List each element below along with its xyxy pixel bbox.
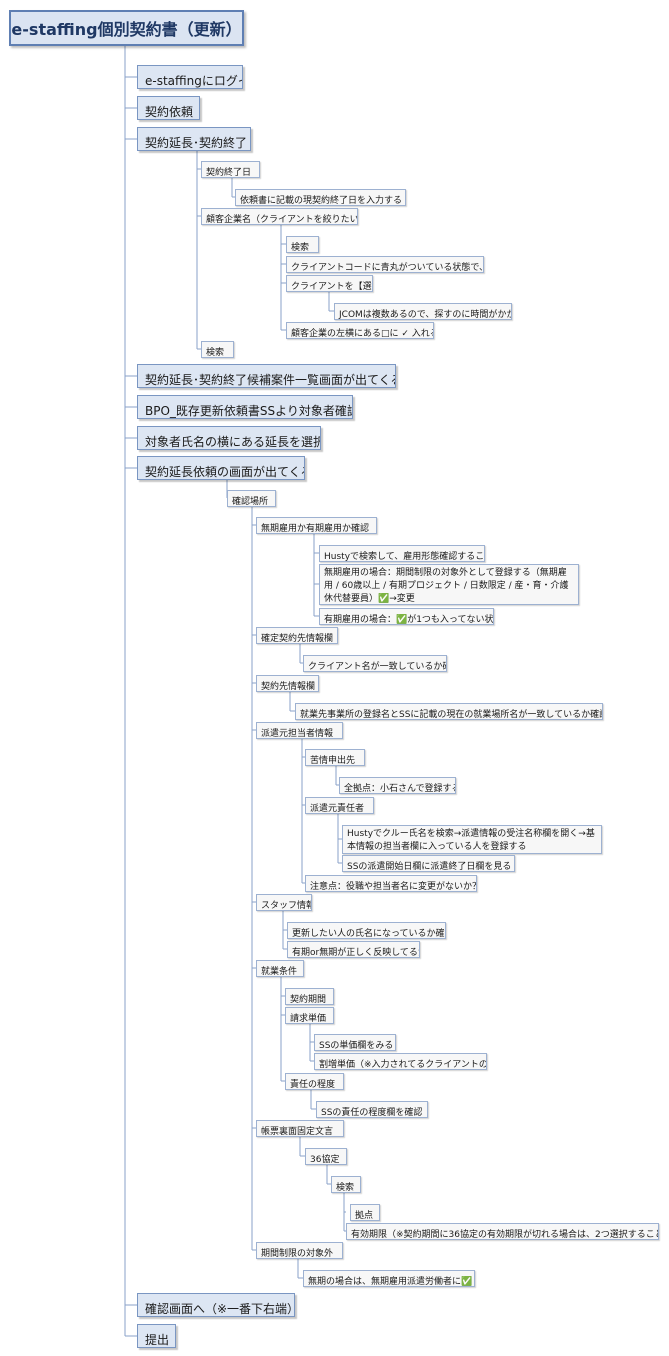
node-search-1[interactable]: 検索 — [286, 236, 319, 253]
node-check-place[interactable]: 確認場所 — [227, 490, 276, 507]
node-caution[interactable]: 注意点：役職や担当者名に変更がないか？ — [305, 875, 477, 892]
node-client-match[interactable]: クライアント名が一致しているか確認 — [303, 655, 447, 672]
node-term-check[interactable]: 有期or無期が正しく反映してるか — [287, 941, 420, 958]
node-ss-rate[interactable]: SSの単価欄をみる — [314, 1034, 396, 1051]
node-period-limit-exempt[interactable]: 期間制限の対象外 — [256, 1242, 343, 1259]
node-form-back-text[interactable]: 帳票裏面固定文言 — [256, 1120, 344, 1137]
node-dispatch-manager-info[interactable]: 派遣元担当者情報 — [256, 722, 343, 739]
node-request-screen[interactable]: 契約延長依頼の画面が出てくる — [137, 456, 305, 480]
node-end-date[interactable]: 契約終了日 — [201, 161, 260, 178]
node-all-sites[interactable]: 全拠点：小石さんで登録する — [339, 777, 456, 794]
node-contract-request[interactable]: 契約依頼 — [137, 96, 200, 120]
node-client-select[interactable]: クライアントを【選択】 — [286, 275, 373, 292]
node-search-3[interactable]: 検索 — [331, 1176, 361, 1193]
node-work-conditions[interactable]: 就業条件 — [256, 960, 304, 977]
node-name-check[interactable]: 更新したい人の氏名になっているか確認 — [287, 922, 446, 939]
node-workplace-match[interactable]: 就業先事業所の登録名とSSに記載の現在の就業場所名が一致しているか確認 — [295, 703, 603, 720]
node-search-2[interactable]: 検索 — [201, 341, 234, 358]
node-jcom-note[interactable]: JCOMは複数あるので、探すのに時間がかかる — [334, 303, 512, 320]
node-check-client[interactable]: 顧客企業の左横にある□に ✓ 入れる — [286, 322, 434, 339]
root-node[interactable]: e-staffing個別契約書（更新） — [9, 10, 244, 46]
node-dispatch-responsible[interactable]: 派遣元責任者 — [305, 797, 374, 814]
node-expiry[interactable]: 有効期限（※契約期間に36協定の有効期限が切れる場合は、2つ選択すること） — [346, 1223, 659, 1240]
node-staff-info[interactable]: スタッフ情報 — [256, 894, 312, 911]
node-contract-period[interactable]: 契約期間 — [285, 988, 334, 1005]
node-billing-rate[interactable]: 請求単価 — [285, 1007, 334, 1024]
node-fixed-term-case[interactable]: 有期雇用の場合：✅が1つも入ってない状態 — [319, 608, 494, 625]
node-36-agreement[interactable]: 36協定 — [305, 1148, 347, 1165]
node-premium-rate[interactable]: 割増単価（※入力されてるクライアントのみ） — [314, 1053, 487, 1070]
node-ss-responsibility[interactable]: SSの責任の程度欄を確認 — [316, 1101, 428, 1118]
node-select-extension[interactable]: 対象者氏名の横にある延長を選択 — [137, 426, 321, 450]
node-site[interactable]: 拠点 — [350, 1204, 380, 1221]
node-bpo-check[interactable]: BPO_既存更新依頼書SSより対象者確認 — [137, 395, 353, 419]
node-employment-type[interactable]: 無期雇用か有期雇用か確認 — [256, 517, 377, 534]
node-candidate-list[interactable]: 契約延長･契約終了候補案件一覧画面が出てくる — [137, 364, 396, 388]
node-ss-dates[interactable]: SSの派遣開始日欄に派遣終了日欄を見る — [342, 855, 515, 872]
node-complaint-contact[interactable]: 苦情申出先 — [305, 749, 365, 766]
node-indefinite-case[interactable]: 無期雇用の場合：期間制限の対象外として登録する（無期雇用 / 60歳以上 / 有… — [319, 564, 579, 605]
node-confirmed-contract-info[interactable]: 確定契約先情報欄 — [256, 627, 338, 644]
node-husty-check[interactable]: Hustyで検索して、雇用形態確認すること — [319, 545, 485, 562]
node-client-code-search[interactable]: クライアントコードに青丸がついている状態で、【検索】 — [286, 256, 484, 273]
node-login[interactable]: e-staffingにログイン — [137, 65, 243, 89]
node-confirm-screen[interactable]: 確認画面へ（※一番下右端） — [137, 1293, 295, 1317]
node-contract-info[interactable]: 契約先情報欄 — [256, 675, 319, 692]
node-extension-end[interactable]: 契約延長･契約終了 — [137, 127, 251, 151]
node-submit[interactable]: 提出 — [137, 1324, 176, 1348]
node-input-end-date[interactable]: 依頼書に記載の現契約終了日を入力する — [235, 189, 406, 206]
node-indefinite-worker[interactable]: 無期の場合は、無期雇用派遣労働者に✅ — [303, 1270, 475, 1287]
node-responsibility[interactable]: 責任の程度 — [285, 1073, 344, 1090]
node-client-name[interactable]: 顧客企業名（クライアントを絞りたいとき） — [201, 208, 358, 225]
node-husty-crew[interactable]: Hustyでクルー氏名を検索→派遣情報の受注名称欄を開く→基本情報の担当者欄に入… — [342, 825, 602, 854]
